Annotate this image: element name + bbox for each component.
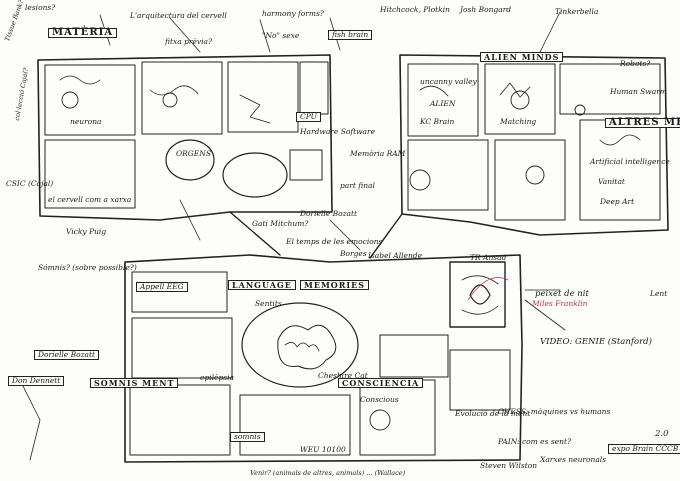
note-epilepsia: epilèpsia [200,373,234,382]
note-matching: Matching [500,117,537,126]
note-fitxa: fitxa prèvia? [165,37,213,46]
note-arquitectura: L'arquitectura del cervell [130,11,227,20]
page-number: 2.0 [655,429,669,439]
note-neurona: neurona [70,117,102,126]
note-memoria-ram: Memòria RAM [350,149,406,158]
note-cheshire: Cheshire Cat [318,371,368,380]
note-borges: Borges [340,249,367,258]
note-somnis-q: Sómnis? (sobre possible?) [38,263,137,272]
note-lesions: lesions? [25,3,56,12]
note-orgens: ORGENS [176,149,211,158]
note-steven: Steven Wilston [480,461,538,470]
note-weu: WEU 10100 [300,445,346,454]
cell-oval [165,139,215,181]
note-cpu: CPU [296,112,321,122]
note-miles: Miles Franklin [532,299,588,308]
room-consciencia-title: CONSCIÈNCIA [338,378,424,388]
room-memories-title: MEMÒRIES [300,280,370,290]
corridor [229,211,403,259]
note-chess: CHESS: màquines vs humans [498,407,611,416]
note-dennett: Don Dennett [8,376,65,386]
note-evolucio: Evolució de la ment [455,409,531,418]
note-hardware: Hardware Software [300,127,376,136]
note-bongard: Josh Bongard [460,5,512,14]
materia-box [44,64,136,136]
room-alien-title: ALIEN MINDS [480,52,564,62]
note-part-final: part final [340,181,375,190]
note-sentits: Sentits [255,299,282,308]
room-materia-title: MATÈRIA [48,28,118,38]
note-expo: expo Brain CCCB (Cervell?) [608,444,680,454]
note-tinker: Tinkerbella [555,7,599,16]
note-allende: Isabel Allende [368,251,423,260]
note-robots: Robots? [620,59,651,68]
note-human-swarm: Human Swarm [610,87,667,96]
note-hitchcock: Hitchcock, Plotkin [380,5,450,14]
note-gati: Gati Mitchum? [252,219,309,228]
note-lent: Lent [650,289,668,298]
note-somnis-box: somnis [230,432,265,442]
note-eeg: Appell EEG [136,282,188,292]
room-somnis-title: SOMNIS MENT [90,378,179,388]
note-xarxes: Xarxes neuronals [540,455,607,464]
room-altres-title: ALTRES MENTS [605,118,680,128]
note-dorielle-1: Dorielle Bozatt [300,209,358,218]
note-pain: PAIN: com es sent? [498,437,571,446]
room-lower-outline [124,254,523,463]
note-art-intel: Artificial intelligence [590,157,670,166]
note-cabell: el cervell com a xarxa [48,195,132,204]
note-deep-art: Deep Art [600,197,635,206]
note-conscious: Conscious [360,395,399,404]
note-uncanny: uncanny valley [420,77,477,86]
note-csic: CSIC (Cajal) [6,179,54,188]
brain-doodle [277,324,337,370]
note-genie: VIDEO: GENIE (Stanford) [540,337,652,347]
room-language-title: LANGUAGE [228,280,296,290]
note-fishbrain: fish brain [328,30,373,40]
note-bottom: Venir? (animals de altres, animals) ... … [250,469,406,477]
note-harmony: harmony forms? [262,9,324,18]
note-dorielle-2: Dorielle Bozatt [34,350,100,360]
note-vanitat: Vanitat [598,177,625,186]
note-vicky: Vicky Puig [66,227,107,236]
note-alien: ALIEN [430,99,456,108]
note-sexe: "No" sexe [262,31,300,40]
note-temps: El temps de les emocions [286,237,383,246]
note-peixet: peixet de nit [535,289,589,299]
note-kcbrain: KC Brain [420,117,455,126]
note-tr-ansad: TR Ansad [470,253,507,262]
